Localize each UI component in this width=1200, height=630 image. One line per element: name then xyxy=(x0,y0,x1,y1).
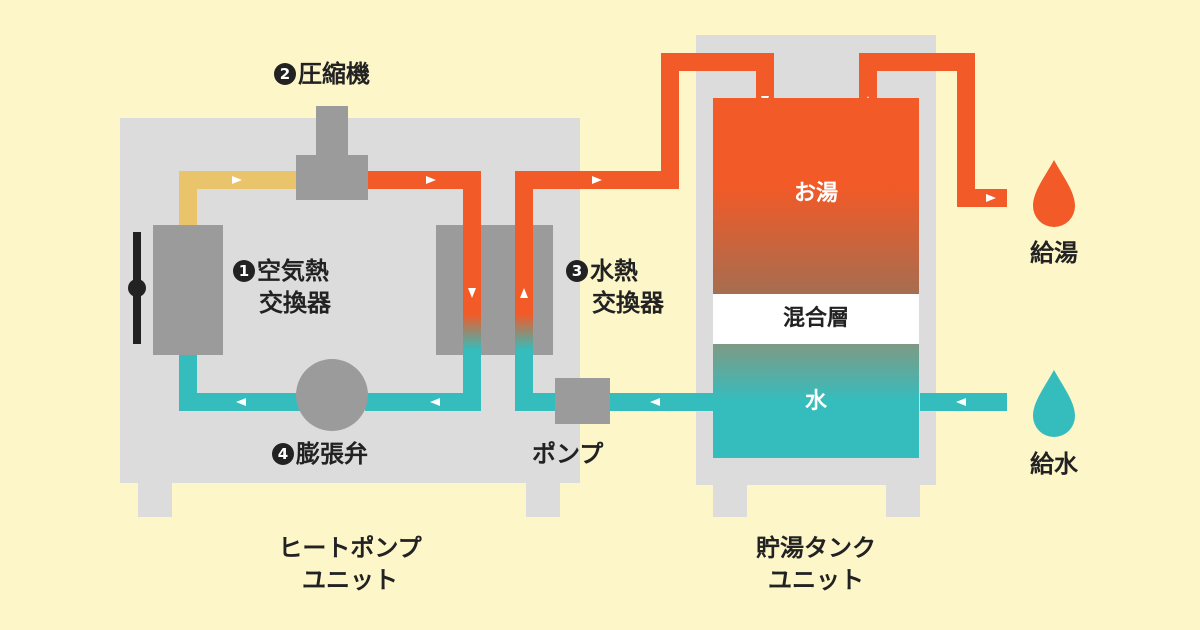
number-badge: 3 xyxy=(566,260,588,282)
refrigerant-pipe-cold-left xyxy=(179,345,300,411)
number-badge: 4 xyxy=(272,443,294,465)
refrigerant-pipe-warm xyxy=(179,171,300,235)
fan-hub xyxy=(128,279,146,297)
hx-pipe-left-gradient xyxy=(463,270,481,350)
cold-water-droplet-icon xyxy=(1033,370,1075,437)
pump-label: ポンプ xyxy=(532,440,604,468)
tank-mixed-label: 混合層 xyxy=(782,306,849,331)
water-heat-exchanger-middle xyxy=(481,225,515,355)
refrigerant-pipe-hot xyxy=(365,171,481,300)
hot-water-droplet-icon xyxy=(1033,160,1075,227)
tank-layers xyxy=(713,98,919,458)
pump-block xyxy=(555,378,610,424)
arrow-left xyxy=(956,398,966,406)
number-badge: 1 xyxy=(233,260,255,282)
hot-supply-label: 給湯 xyxy=(1030,239,1078,267)
components xyxy=(128,106,610,431)
arrow-down xyxy=(468,288,476,298)
heat-pump-unit-name: ヒートポンプ ユニット xyxy=(278,534,422,594)
storage-tank-unit-name: 貯湯タンク ユニット xyxy=(756,534,876,594)
arrow-right xyxy=(426,176,436,184)
water-pipe-hot-out xyxy=(515,53,774,300)
arrow-right xyxy=(232,176,242,184)
tank-cold-layer xyxy=(713,344,919,458)
hot-supply-pipe xyxy=(859,53,1007,207)
arrow-up xyxy=(520,288,528,298)
number-badge: 2 xyxy=(274,63,296,85)
water-heat-exchanger-left xyxy=(436,225,463,355)
arrow-left xyxy=(650,398,660,406)
water-heat-exchanger-right xyxy=(533,225,553,355)
arrow-right xyxy=(986,194,996,202)
cold-supply-label: 給水 xyxy=(1030,450,1078,478)
hx-pipe-right-gradient xyxy=(515,270,533,350)
arrow-left xyxy=(430,398,440,406)
air-heat-exchanger-block xyxy=(153,225,223,355)
expansion-valve-circle xyxy=(296,359,368,431)
tank-hot-label: お湯 xyxy=(793,181,838,206)
tank-mixed-layer xyxy=(713,294,919,344)
tank-cold-label: 水 xyxy=(804,389,827,414)
arrow-left xyxy=(236,398,246,406)
compressor-top xyxy=(316,106,348,156)
compressor-body xyxy=(296,155,368,200)
arrow-right xyxy=(592,176,602,184)
tank-hot-layer xyxy=(713,98,919,294)
